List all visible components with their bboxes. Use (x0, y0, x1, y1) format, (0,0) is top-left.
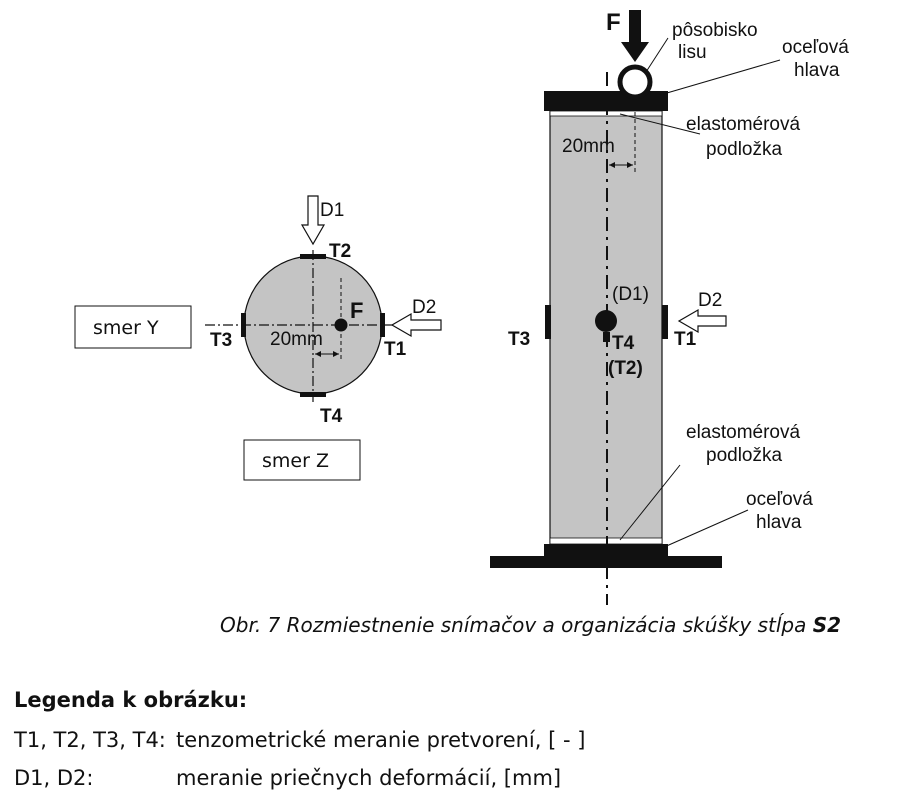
leader-pad-bottom (619, 464, 681, 541)
column-t1-label: T1 (674, 329, 697, 350)
press-point-label-2: lisu (678, 42, 707, 63)
steel-head-top-label-2: hlava (794, 60, 840, 81)
pad-bottom-label-1: elastomérová (686, 422, 800, 443)
steel-head-bottom-label-1: oceľová (746, 489, 813, 510)
press-ball (617, 64, 653, 100)
legend-value: tenzometrické meranie pretvorení, [ - ] (176, 728, 586, 752)
f-label: F (350, 298, 363, 323)
smer-z-box (243, 439, 361, 481)
press-point-label-1: pôsobisko (672, 20, 758, 41)
cross-section: smer Y smer Z D1 T2 F D2 T3 20mm T1 T4 (74, 195, 442, 481)
d2-label: D2 (412, 297, 436, 318)
offset-label: 20mm (270, 329, 323, 350)
figure-caption: Obr. 7 Rozmiestnenie snímačov a organizá… (220, 613, 841, 637)
column-t3-label: T3 (508, 329, 530, 350)
caption-bold: S2 (812, 613, 842, 637)
t2-label: T2 (329, 241, 351, 262)
column-t4-label: T4 (612, 333, 635, 354)
leader-steel-head-bottom (661, 509, 749, 549)
legend-key: D1, D2: (14, 766, 94, 790)
offset-dim-arrow-left (315, 351, 321, 357)
steel-head-top-label-1: oceľová (782, 37, 849, 58)
leader-steel-head-top (659, 59, 781, 96)
column-elevation: F pôsobisko lisu oceľová hlava elastomér… (490, 9, 849, 605)
pad-top-label-1: elastomérová (686, 114, 800, 135)
base-plate (490, 556, 722, 568)
smer-y-box (74, 305, 192, 349)
gauge-t4 (300, 392, 326, 397)
column-t2-label: (T2) (608, 358, 643, 379)
legend-row: T1, T2, T3, T4: tenzometrické meranie pre… (14, 728, 585, 752)
column-f-label: F (606, 9, 621, 36)
column-gauge-t3 (545, 305, 551, 339)
smer-y-label: smer Y (93, 317, 159, 339)
column-offset-arrow-left (609, 162, 615, 168)
smer-z-label: smer Z (262, 450, 329, 472)
test-setup-diagram: smer Y smer Z D1 T2 F D2 T3 20mm T1 T4 (74, 9, 849, 605)
legend-key: T1, T2, T3, T4: (14, 728, 166, 752)
steel-head-bottom-label-2: hlava (756, 512, 802, 533)
caption-text: Obr. 7 Rozmiestnenie snímačov a organizá… (220, 613, 813, 637)
legend-title: Legenda k obrázku: (14, 688, 248, 712)
load-point (334, 318, 348, 332)
t1-label: T1 (384, 339, 407, 360)
column-offset-arrow-right (627, 162, 633, 168)
d1-label: D1 (320, 200, 344, 221)
gauge-t1 (380, 313, 385, 337)
pad-bottom-label-2: podložka (706, 445, 782, 466)
d2-arrow (390, 312, 442, 338)
column-d2-label: D2 (698, 290, 722, 311)
d1-arrow (300, 195, 326, 246)
pad-top-label-2: podložka (706, 139, 782, 160)
column-gauge-t1 (662, 305, 668, 339)
gauge-t3 (241, 313, 246, 337)
t3-label: T3 (210, 330, 232, 351)
t4-label: T4 (320, 406, 343, 427)
column-d2-arrow (677, 308, 727, 334)
column-d1-sensor (595, 310, 617, 332)
column-offset-label: 20mm (562, 136, 615, 157)
leader-press-point (645, 37, 669, 73)
force-arrow (621, 10, 649, 62)
legend-row: D1, D2: meranie priečnych deformácií, [mm… (14, 766, 561, 790)
column-t4-gauge (603, 332, 610, 342)
column-d1-label: (D1) (612, 284, 649, 305)
legend-value: meranie priečnych deformácií, [mm] (176, 766, 562, 790)
offset-dim-arrow-right (333, 351, 339, 357)
leader-pad-top (619, 113, 701, 135)
gauge-t2 (300, 254, 326, 259)
